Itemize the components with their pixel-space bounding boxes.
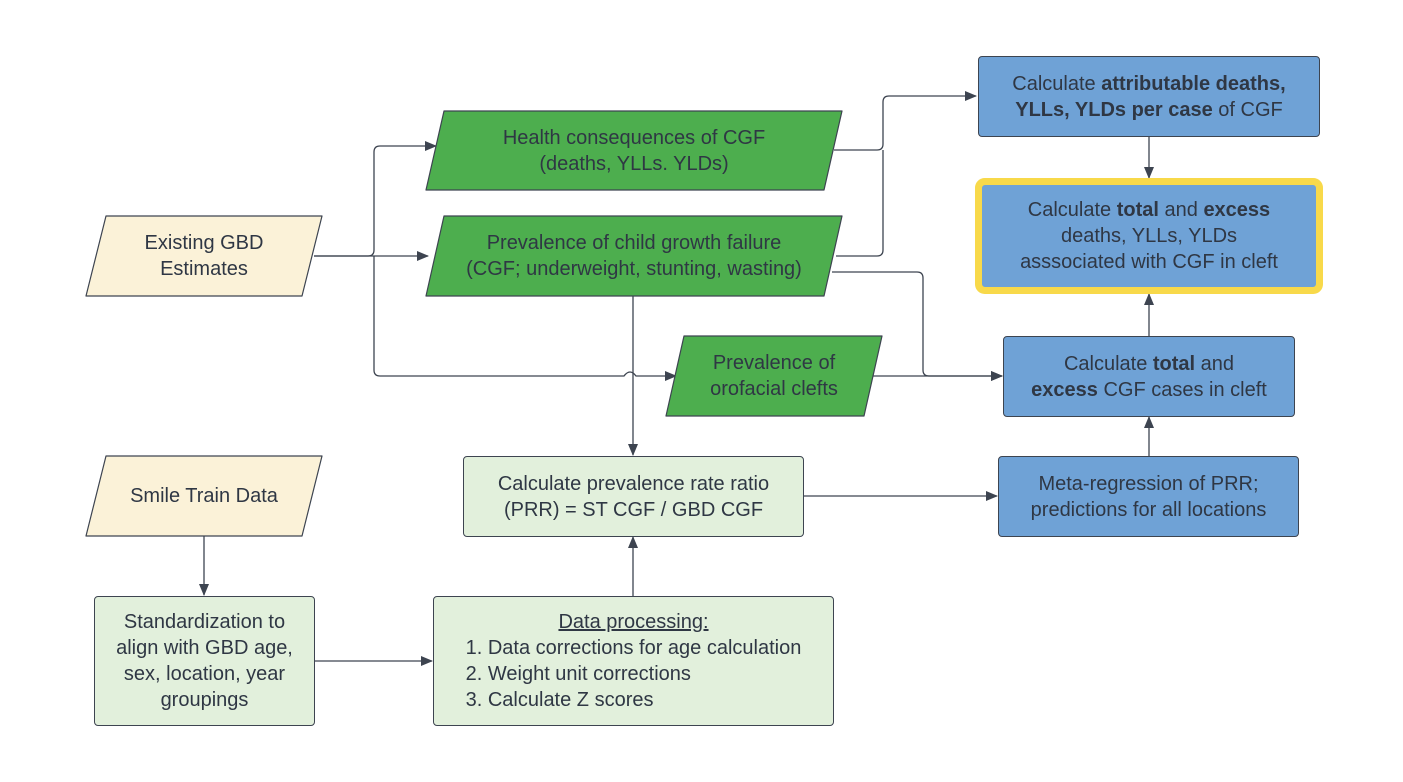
standardization-line2: align with GBD age, <box>116 637 293 659</box>
calc-prr-line1: Calculate prevalence rate ratio <box>497 472 770 495</box>
arrow-gbd-to-health <box>314 141 437 257</box>
calc-deaths-bold2: excess <box>1203 199 1271 221</box>
health-consequences-node: Health consequences of CGF (deaths, YLLs… <box>424 110 844 191</box>
standardization-node: Standardization to align with GBD age, s… <box>94 596 315 726</box>
parallelogram-shape <box>425 215 843 297</box>
parallelogram-shape <box>665 335 883 417</box>
calc-attributable-post: of CGF <box>1212 98 1283 121</box>
smile-train-label: Smile Train Data <box>130 485 278 507</box>
calc-prr-line2: (PRR) = ST CGF / GBD CGF <box>503 498 764 521</box>
existing-gbd-estimates-node: Existing GBD Estimates <box>84 215 324 297</box>
calc-deaths-pre: Calculate <box>1027 199 1117 221</box>
arrow-health-to-attributable <box>834 91 977 151</box>
calc-cases-bold1: total <box>1152 352 1196 375</box>
parallelogram-shape <box>85 215 323 297</box>
parallelogram-shape <box>425 110 843 191</box>
calc-attributable-bold2: YLLs, YLDs per case <box>1015 98 1213 121</box>
data-processing-item-2: 2. Weight unit corrections <box>465 663 691 685</box>
prevalence-cgf-line1: Prevalence of child growth failure <box>486 232 782 254</box>
calc-attributable-pre: Calculate <box>1012 72 1102 95</box>
calc-cases-bold2: excess <box>1031 378 1098 401</box>
data-processing-header: Data processing: <box>558 611 709 633</box>
calc-prr-node: Calculate prevalence rate ratio (PRR) = … <box>463 456 804 537</box>
meta-regression-line2: predictions for all locations <box>1030 498 1267 521</box>
data-processing-item-3: 3. Calculate Z scores <box>465 689 654 711</box>
health-consequences-line2: (deaths, YLLs. YLDs) <box>539 152 729 175</box>
standardization-line3: sex, location, year <box>123 663 286 685</box>
standardization-line4: groupings <box>160 689 249 711</box>
smile-train-data-node: Smile Train Data <box>84 455 324 537</box>
prevalence-clefts-line2: orofacial clefts <box>710 378 838 400</box>
prevalence-clefts-line1: Prevalence of <box>712 352 836 374</box>
health-consequences-line1: Health consequences of CGF <box>502 126 766 149</box>
prevalence-clefts-node: Prevalence of orofacial clefts <box>664 335 884 417</box>
calc-total-excess-cases-node: Calculate total and excess CGF cases in … <box>1003 336 1295 417</box>
calc-cases-pre: Calculate <box>1063 352 1153 375</box>
calc-attributable-node: Calculate attributable deaths, YLLs, YLD… <box>978 56 1320 137</box>
meta-regression-line1: Meta-regression of PRR; <box>1038 472 1259 495</box>
prevalence-cgf-node: Prevalence of child growth failure (CGF;… <box>424 215 844 297</box>
data-processing-item-1: 1. Data corrections for age calculation <box>465 637 802 659</box>
calc-attributable-bold1: attributable deaths, <box>1101 72 1286 95</box>
standardization-line1: Standardization to <box>123 611 286 633</box>
calc-deaths-line2: deaths, YLLs, YLDs <box>1060 225 1238 247</box>
existing-gbd-line1: Existing GBD <box>144 232 264 254</box>
arrow-prevcgf-to-attributable <box>836 150 884 257</box>
calc-deaths-bold1: total <box>1116 199 1159 221</box>
meta-regression-node: Meta-regression of PRR; predictions for … <box>998 456 1299 537</box>
data-processing-node: Data processing: 1. Data corrections for… <box>433 596 834 726</box>
calc-deaths-line3: asssociated with CGF in cleft <box>1020 251 1278 273</box>
parallelogram-shape <box>85 455 323 537</box>
calc-total-excess-deaths-node: Calculate total and excess deaths, YLLs,… <box>981 184 1317 288</box>
calc-cases-mid: and <box>1195 352 1235 375</box>
existing-gbd-line2: Estimates <box>160 258 248 280</box>
prevalence-cgf-line2: (CGF; underweight, stunting, wasting) <box>466 258 802 280</box>
calc-cases-post: CGF cases in cleft <box>1097 378 1267 401</box>
calc-deaths-mid: and <box>1158 199 1204 221</box>
